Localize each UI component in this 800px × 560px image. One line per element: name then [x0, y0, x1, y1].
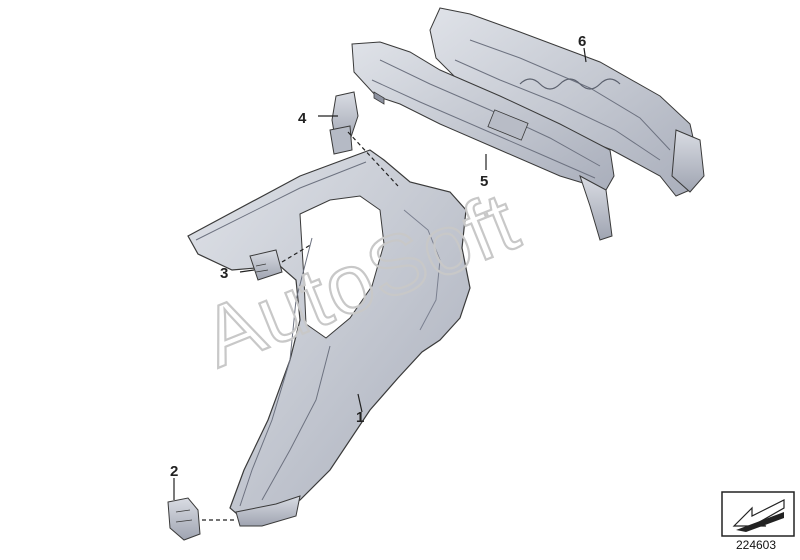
upper-bracket-part — [329, 91, 359, 155]
rear-panel-part — [429, 7, 705, 197]
leader-lines — [173, 47, 587, 521]
arrow-corner-icon[interactable] — [721, 491, 795, 537]
part-label-1: 1 — [356, 409, 364, 426]
part-label-3: 3 — [220, 265, 228, 282]
part-label-6: 6 — [578, 33, 586, 50]
part-label-5: 5 — [480, 173, 488, 190]
side-panel-part — [187, 149, 471, 527]
part-label-2: 2 — [170, 463, 178, 480]
reference-number: 224603 — [735, 538, 777, 552]
lower-bracket-part — [167, 497, 201, 541]
part-label-4: 4 — [298, 110, 307, 127]
mid-bracket-part — [249, 249, 283, 281]
inner-rail-part — [351, 41, 615, 241]
